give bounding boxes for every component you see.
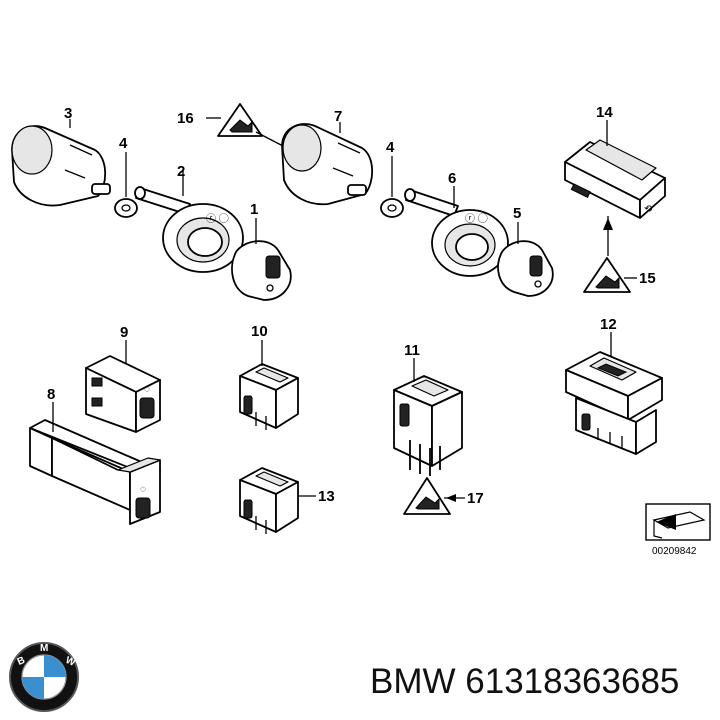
part-1-knob: 1 — [231, 201, 292, 301]
label-7: 7 — [334, 108, 342, 125]
part-4-washer-left: 4 — [114, 135, 138, 218]
label-4-middle: 4 — [386, 139, 395, 156]
part-3-actuator: 3 — [11, 105, 111, 207]
part-10-switch: 10 — [239, 323, 299, 430]
svg-text:⟲: ⟲ — [644, 204, 653, 215]
part-5-knob: 5 — [497, 205, 554, 297]
diagram-reference-box: 00209842 — [645, 503, 711, 557]
part-6-switch-ring: ⓡ ◯ 6 — [404, 170, 509, 277]
label-8: 8 — [47, 386, 55, 403]
label-4-left: 4 — [119, 135, 128, 152]
label-14: 14 — [596, 104, 613, 121]
part-2-switch-ring: ⓡ ◯ 2 — [134, 163, 244, 273]
label-13: 13 — [318, 488, 335, 505]
label-10: 10 — [251, 323, 268, 340]
label-17: 17 — [467, 490, 484, 507]
svg-text:◌: ◌ — [140, 484, 146, 495]
label-12: 12 — [600, 316, 617, 333]
label-5: 5 — [513, 205, 521, 222]
bmw-roundel-icon: B M W — [9, 642, 79, 712]
label-9: 9 — [120, 324, 128, 341]
part-17-warning-triangle: 17 — [403, 477, 484, 515]
label-11: 11 — [404, 342, 420, 359]
part-4-washer-middle: 4 — [380, 139, 404, 218]
label-15: 15 — [639, 270, 656, 287]
svg-text:ⓡ ◯: ⓡ ◯ — [206, 213, 229, 225]
part-13-switch: 13 — [239, 467, 335, 534]
label-6: 6 — [448, 170, 456, 187]
part-7-actuator: 7 — [281, 108, 374, 206]
label-16: 16 — [177, 110, 194, 127]
svg-text:ⓡ ◯: ⓡ ◯ — [465, 213, 488, 225]
part-16-warning-triangle: 16 — [177, 103, 284, 147]
svg-text:◌: ◌ — [144, 384, 150, 395]
label-1: 1 — [250, 201, 258, 218]
part-12-switch-module: 12 — [565, 316, 663, 455]
label-3: 3 — [64, 105, 72, 122]
part-11-switch: 11 — [393, 342, 463, 476]
part-9-switch: ◌ 9 — [85, 324, 161, 433]
svg-text:B: B — [16, 655, 27, 668]
part-15-warning-triangle: 15 — [583, 216, 656, 293]
diagram-code: 00209842 — [652, 546, 697, 557]
part-number-title: BMW 61318363685 — [370, 662, 680, 701]
part-14-switch-block: ⟲ 14 — [564, 104, 666, 219]
part-8-long-switch: ◌ 8 — [29, 386, 161, 525]
label-2: 2 — [177, 163, 185, 180]
svg-text:M: M — [40, 643, 48, 654]
